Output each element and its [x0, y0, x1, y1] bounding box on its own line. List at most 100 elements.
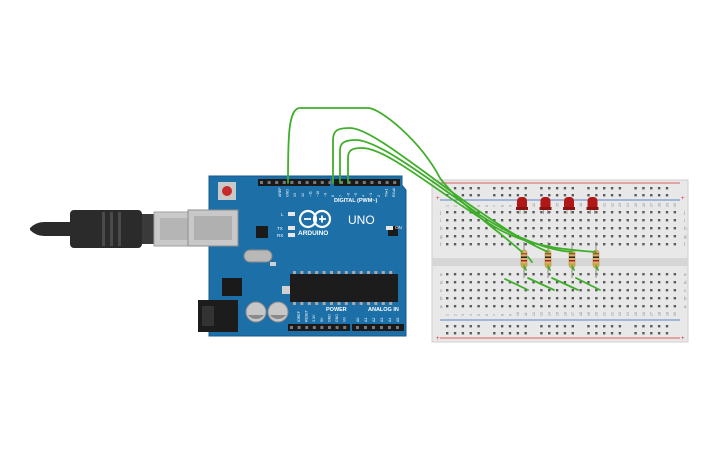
- terminal-hole[interactable]: [508, 289, 512, 292]
- terminal-hole[interactable]: [548, 211, 551, 214]
- rail-hole[interactable]: [469, 187, 472, 190]
- terminal-hole[interactable]: [453, 289, 457, 292]
- terminal-hole[interactable]: [555, 235, 559, 238]
- terminal-hole[interactable]: [571, 281, 574, 284]
- terminal-hole[interactable]: [650, 273, 653, 276]
- terminal-hole[interactable]: [665, 211, 669, 214]
- terminal-hole[interactable]: [587, 305, 590, 308]
- terminal-hole[interactable]: [500, 305, 504, 308]
- analog-pin-hole[interactable]: [380, 326, 383, 329]
- terminal-hole[interactable]: [446, 227, 449, 230]
- terminal-hole[interactable]: [555, 281, 559, 284]
- reset-button[interactable]: [222, 186, 232, 196]
- terminal-hole[interactable]: [540, 289, 543, 292]
- analog-pin-hole[interactable]: [372, 326, 375, 329]
- terminal-hole[interactable]: [634, 305, 637, 308]
- terminal-hole[interactable]: [657, 219, 661, 222]
- terminal-hole[interactable]: [453, 235, 457, 238]
- rail-hole[interactable]: [595, 194, 598, 197]
- rail-hole[interactable]: [610, 325, 614, 328]
- rail-hole[interactable]: [461, 187, 465, 190]
- terminal-hole[interactable]: [524, 235, 527, 238]
- rail-hole[interactable]: [603, 194, 606, 197]
- rail-hole[interactable]: [493, 187, 496, 190]
- rail-hole[interactable]: [563, 194, 567, 197]
- terminal-hole[interactable]: [673, 219, 677, 222]
- terminal-hole[interactable]: [563, 289, 567, 292]
- terminal-hole[interactable]: [579, 273, 582, 276]
- rail-hole[interactable]: [524, 194, 527, 197]
- rail-hole[interactable]: [516, 332, 520, 335]
- rail-hole[interactable]: [595, 332, 598, 335]
- rail-hole[interactable]: [571, 187, 574, 190]
- terminal-hole[interactable]: [634, 211, 637, 214]
- terminal-hole[interactable]: [657, 243, 661, 246]
- terminal-hole[interactable]: [532, 305, 535, 308]
- terminal-hole[interactable]: [446, 273, 449, 276]
- terminal-hole[interactable]: [485, 243, 488, 246]
- power-pin-hole[interactable]: [343, 326, 347, 329]
- terminal-hole[interactable]: [595, 227, 598, 230]
- rail-hole[interactable]: [587, 194, 590, 197]
- terminal-hole[interactable]: [595, 219, 598, 222]
- power-pin-hole[interactable]: [305, 326, 309, 329]
- terminal-hole[interactable]: [673, 305, 677, 308]
- terminal-hole[interactable]: [610, 289, 614, 292]
- terminal-hole[interactable]: [642, 297, 645, 300]
- rail-hole[interactable]: [548, 194, 551, 197]
- terminal-hole[interactable]: [673, 243, 677, 246]
- digital-pin-hole[interactable]: [347, 181, 351, 184]
- terminal-hole[interactable]: [540, 211, 543, 214]
- terminal-hole[interactable]: [634, 297, 637, 300]
- terminal-hole[interactable]: [571, 289, 574, 292]
- jumper-wire[interactable]: [332, 127, 549, 253]
- rail-hole[interactable]: [657, 187, 661, 190]
- terminal-hole[interactable]: [650, 289, 653, 292]
- terminal-hole[interactable]: [493, 243, 496, 246]
- terminal-hole[interactable]: [587, 235, 590, 238]
- rail-hole[interactable]: [642, 194, 645, 197]
- terminal-hole[interactable]: [548, 227, 551, 230]
- terminal-hole[interactable]: [477, 273, 480, 276]
- terminal-hole[interactable]: [610, 305, 614, 308]
- terminal-hole[interactable]: [524, 273, 527, 276]
- terminal-hole[interactable]: [673, 227, 677, 230]
- rail-hole[interactable]: [618, 325, 622, 328]
- terminal-hole[interactable]: [587, 297, 590, 300]
- terminal-hole[interactable]: [446, 219, 449, 222]
- digital-pin-hole[interactable]: [260, 181, 263, 184]
- jumper-wire[interactable]: [595, 265, 599, 271]
- terminal-hole[interactable]: [626, 227, 629, 230]
- rail-hole[interactable]: [446, 332, 449, 335]
- power-pin-hole[interactable]: [320, 326, 324, 329]
- wires[interactable]: [287, 107, 601, 291]
- rail-hole[interactable]: [508, 325, 512, 328]
- rail-hole[interactable]: [453, 332, 457, 335]
- terminal-hole[interactable]: [493, 273, 496, 276]
- terminal-hole[interactable]: [524, 227, 527, 230]
- terminal-hole[interactable]: [469, 281, 472, 284]
- terminal-hole[interactable]: [493, 305, 496, 308]
- rail-hole[interactable]: [548, 187, 551, 190]
- rail-hole[interactable]: [657, 325, 661, 328]
- terminal-hole[interactable]: [540, 235, 543, 238]
- terminal-hole[interactable]: [532, 219, 535, 222]
- terminal-hole[interactable]: [485, 297, 488, 300]
- terminal-hole[interactable]: [469, 273, 472, 276]
- terminal-hole[interactable]: [540, 219, 543, 222]
- rail-hole[interactable]: [618, 194, 622, 197]
- rail-hole[interactable]: [642, 325, 645, 328]
- digital-pin-hole[interactable]: [340, 181, 343, 184]
- terminal-hole[interactable]: [650, 227, 653, 230]
- digital-pin-hole[interactable]: [290, 181, 294, 184]
- terminal-hole[interactable]: [650, 281, 653, 284]
- terminal-hole[interactable]: [500, 211, 504, 214]
- rail-hole[interactable]: [493, 325, 496, 328]
- rail-hole[interactable]: [657, 194, 661, 197]
- rail-hole[interactable]: [469, 332, 472, 335]
- digital-header-right[interactable]: [334, 179, 400, 186]
- rail-hole[interactable]: [516, 194, 520, 197]
- terminal-hole[interactable]: [571, 211, 574, 214]
- rail-hole[interactable]: [524, 332, 527, 335]
